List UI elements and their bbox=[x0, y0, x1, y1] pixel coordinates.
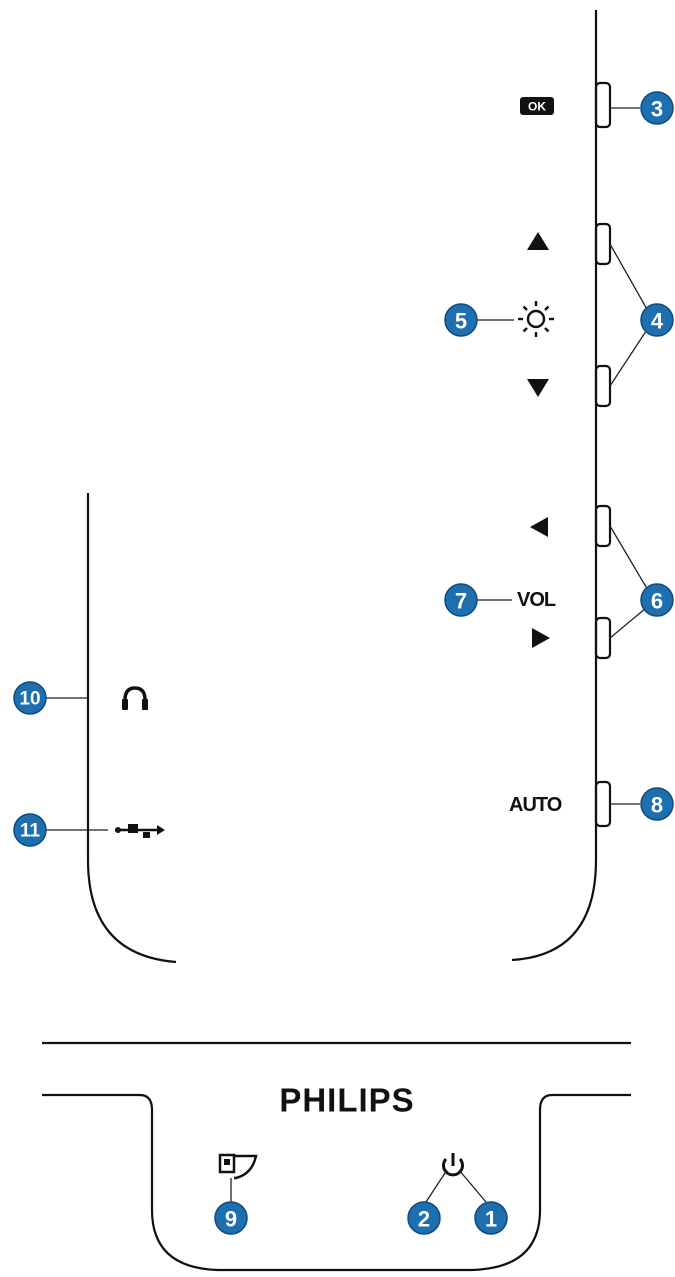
svg-text:11: 11 bbox=[20, 821, 41, 842]
svg-text:6: 6 bbox=[651, 589, 663, 614]
auto-side-button[interactable] bbox=[594, 780, 612, 828]
callout-7: 7 bbox=[444, 583, 478, 617]
usb-icon bbox=[115, 824, 165, 838]
headphone-icon bbox=[122, 686, 148, 710]
side-buttons bbox=[594, 81, 612, 828]
ok-icon: OK bbox=[520, 97, 554, 115]
left-panel-outline bbox=[86, 493, 177, 964]
smartimage-icon bbox=[218, 1153, 258, 1180]
right-panel-outline bbox=[511, 10, 598, 962]
svg-text:10: 10 bbox=[19, 689, 40, 710]
callout-11: 11 bbox=[13, 813, 47, 847]
callout-9: 9 bbox=[214, 1201, 248, 1235]
base-front-outline bbox=[42, 1093, 631, 1272]
callout-5: 5 bbox=[444, 303, 478, 337]
right-arrow-icon bbox=[532, 628, 550, 648]
smartimage-button[interactable] bbox=[214, 1148, 262, 1182]
leader-lines bbox=[46, 107, 653, 1203]
callout-1: 1 bbox=[474, 1201, 508, 1235]
left-arrow-icon bbox=[530, 517, 548, 537]
svg-text:1: 1 bbox=[485, 1207, 497, 1232]
svg-text:5: 5 bbox=[455, 309, 467, 334]
svg-text:8: 8 bbox=[651, 793, 663, 818]
power-icon bbox=[442, 1153, 464, 1177]
left-side-button[interactable] bbox=[594, 504, 612, 548]
callout-8: 8 bbox=[640, 787, 674, 821]
callout-2: 2 bbox=[407, 1201, 441, 1235]
svg-text:4: 4 bbox=[651, 309, 664, 334]
ok-side-button[interactable] bbox=[594, 81, 612, 129]
callout-3: 3 bbox=[640, 91, 674, 125]
svg-text:3: 3 bbox=[651, 97, 663, 122]
brightness-sun-icon bbox=[518, 301, 554, 337]
ok-label: OK bbox=[528, 100, 546, 114]
callout-4: 4 bbox=[640, 303, 674, 337]
callout-6: 6 bbox=[640, 583, 674, 617]
up-side-button[interactable] bbox=[594, 222, 612, 266]
callout-10: 10 bbox=[13, 681, 47, 715]
vol-label: VOL bbox=[517, 589, 556, 611]
up-arrow-icon bbox=[527, 232, 549, 250]
right-side-button[interactable] bbox=[594, 616, 612, 660]
svg-text:2: 2 bbox=[418, 1207, 430, 1232]
down-side-button[interactable] bbox=[594, 364, 612, 408]
auto-label: AUTO bbox=[509, 794, 562, 816]
power-button[interactable] bbox=[432, 1146, 474, 1184]
svg-text:9: 9 bbox=[225, 1207, 237, 1232]
svg-text:7: 7 bbox=[455, 589, 467, 614]
down-arrow-icon bbox=[527, 379, 549, 397]
brand-logo: PHILIPS bbox=[279, 1082, 414, 1119]
